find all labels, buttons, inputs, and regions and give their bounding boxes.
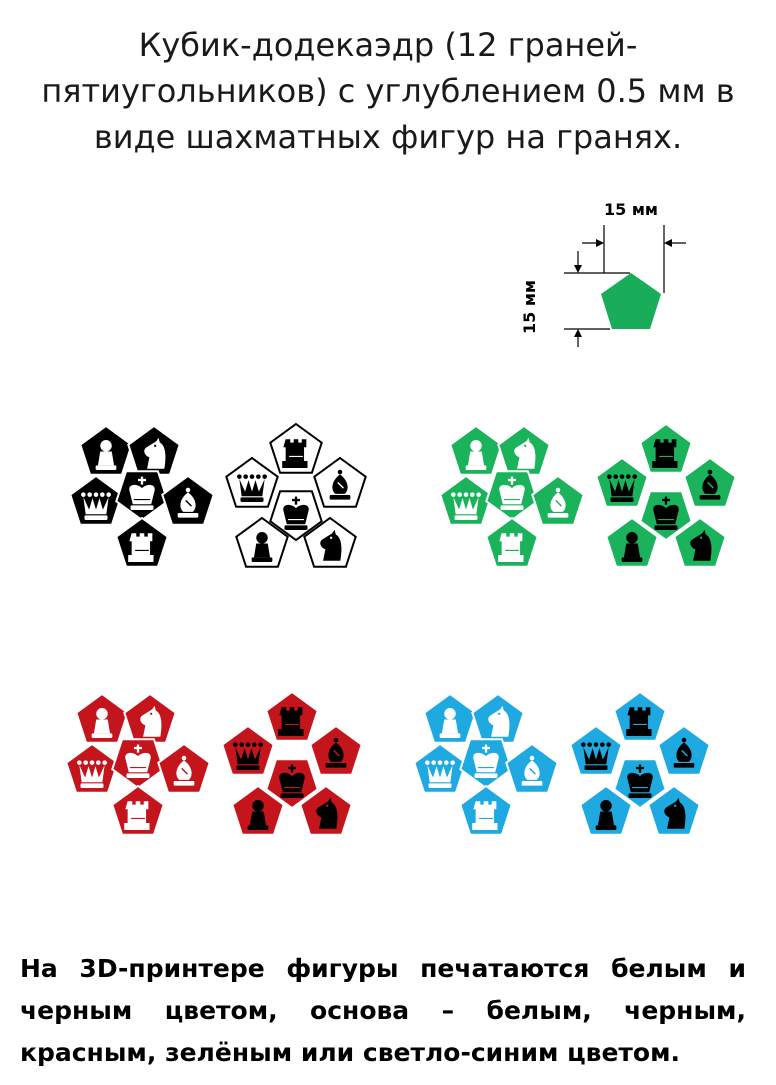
net-green <box>439 422 737 568</box>
queen-icon <box>81 492 111 520</box>
king-icon <box>279 764 305 798</box>
queen-icon <box>451 492 481 520</box>
knight-icon <box>320 529 342 561</box>
face <box>225 456 279 508</box>
queen-icon <box>581 742 611 770</box>
title-line-2: пятиугольников) с углублением 0.5 мм в <box>41 72 735 110</box>
bishop-icon <box>177 487 199 518</box>
king-icon <box>473 744 499 778</box>
knight-icon <box>690 529 712 561</box>
pawn-icon <box>621 532 643 562</box>
queen-icon <box>237 474 267 502</box>
rook-icon <box>652 439 678 468</box>
right-cluster <box>221 690 363 836</box>
pawn-icon <box>247 800 269 830</box>
left-cluster <box>65 692 211 836</box>
rook-icon <box>626 707 652 736</box>
king-icon <box>499 476 525 510</box>
rook-icon <box>282 439 308 468</box>
pawn-icon <box>91 708 113 738</box>
title-line-3: виде шахматных фигур на гранях. <box>93 118 683 156</box>
face <box>439 474 493 526</box>
face <box>221 724 275 776</box>
left-cluster <box>69 424 215 568</box>
face <box>69 474 123 526</box>
pawn-icon <box>95 440 117 470</box>
queen-icon <box>425 760 455 788</box>
bishop-icon <box>673 737 695 768</box>
bishop-icon <box>547 487 569 518</box>
title-line-1: Кубик-додекаэдр (12 граней- <box>138 26 638 64</box>
pentagon-face <box>601 273 661 329</box>
net-light-blue <box>413 690 711 836</box>
page-title: Кубик-додекаэдр (12 граней- пятиугольник… <box>20 22 756 160</box>
king-icon <box>125 744 151 778</box>
knight-icon <box>664 797 686 829</box>
bishop-icon <box>325 737 347 768</box>
pawn-icon <box>595 800 617 830</box>
king-icon <box>653 496 679 530</box>
dimension-diagram <box>564 225 686 347</box>
bishop-icon <box>521 755 543 786</box>
knight-icon <box>316 797 338 829</box>
pawn-icon <box>439 708 461 738</box>
rook-icon <box>124 801 150 830</box>
pawn-icon <box>251 532 273 562</box>
net-red <box>65 690 363 836</box>
face <box>65 742 119 794</box>
rook-icon <box>128 533 154 562</box>
face <box>595 456 649 508</box>
rook-icon <box>472 801 498 830</box>
pawn-icon <box>465 440 487 470</box>
rook-icon <box>278 707 304 736</box>
knight-icon <box>488 705 510 737</box>
queen-icon <box>77 760 107 788</box>
height-dimension-label: 15 мм <box>520 280 539 334</box>
queen-icon <box>607 474 637 502</box>
rook-icon <box>498 533 524 562</box>
left-cluster <box>413 692 559 836</box>
knight-icon <box>140 705 162 737</box>
right-cluster <box>595 422 737 568</box>
bishop-icon <box>173 755 195 786</box>
king-icon <box>627 764 653 798</box>
knight-icon <box>514 437 536 469</box>
bishop-icon <box>329 469 351 500</box>
left-cluster <box>439 424 585 568</box>
net-black-white <box>69 422 367 568</box>
face <box>569 724 623 776</box>
width-dimension-label: 15 мм <box>604 200 658 219</box>
right-cluster <box>569 690 711 836</box>
queen-icon <box>233 742 263 770</box>
king-icon <box>283 496 309 530</box>
king-icon <box>129 476 155 510</box>
caption-text: На 3D-принтере фигуры печатаются белым и… <box>20 954 746 1067</box>
face <box>413 742 467 794</box>
right-cluster <box>225 422 367 568</box>
knight-icon <box>144 437 166 469</box>
bishop-icon <box>699 469 721 500</box>
